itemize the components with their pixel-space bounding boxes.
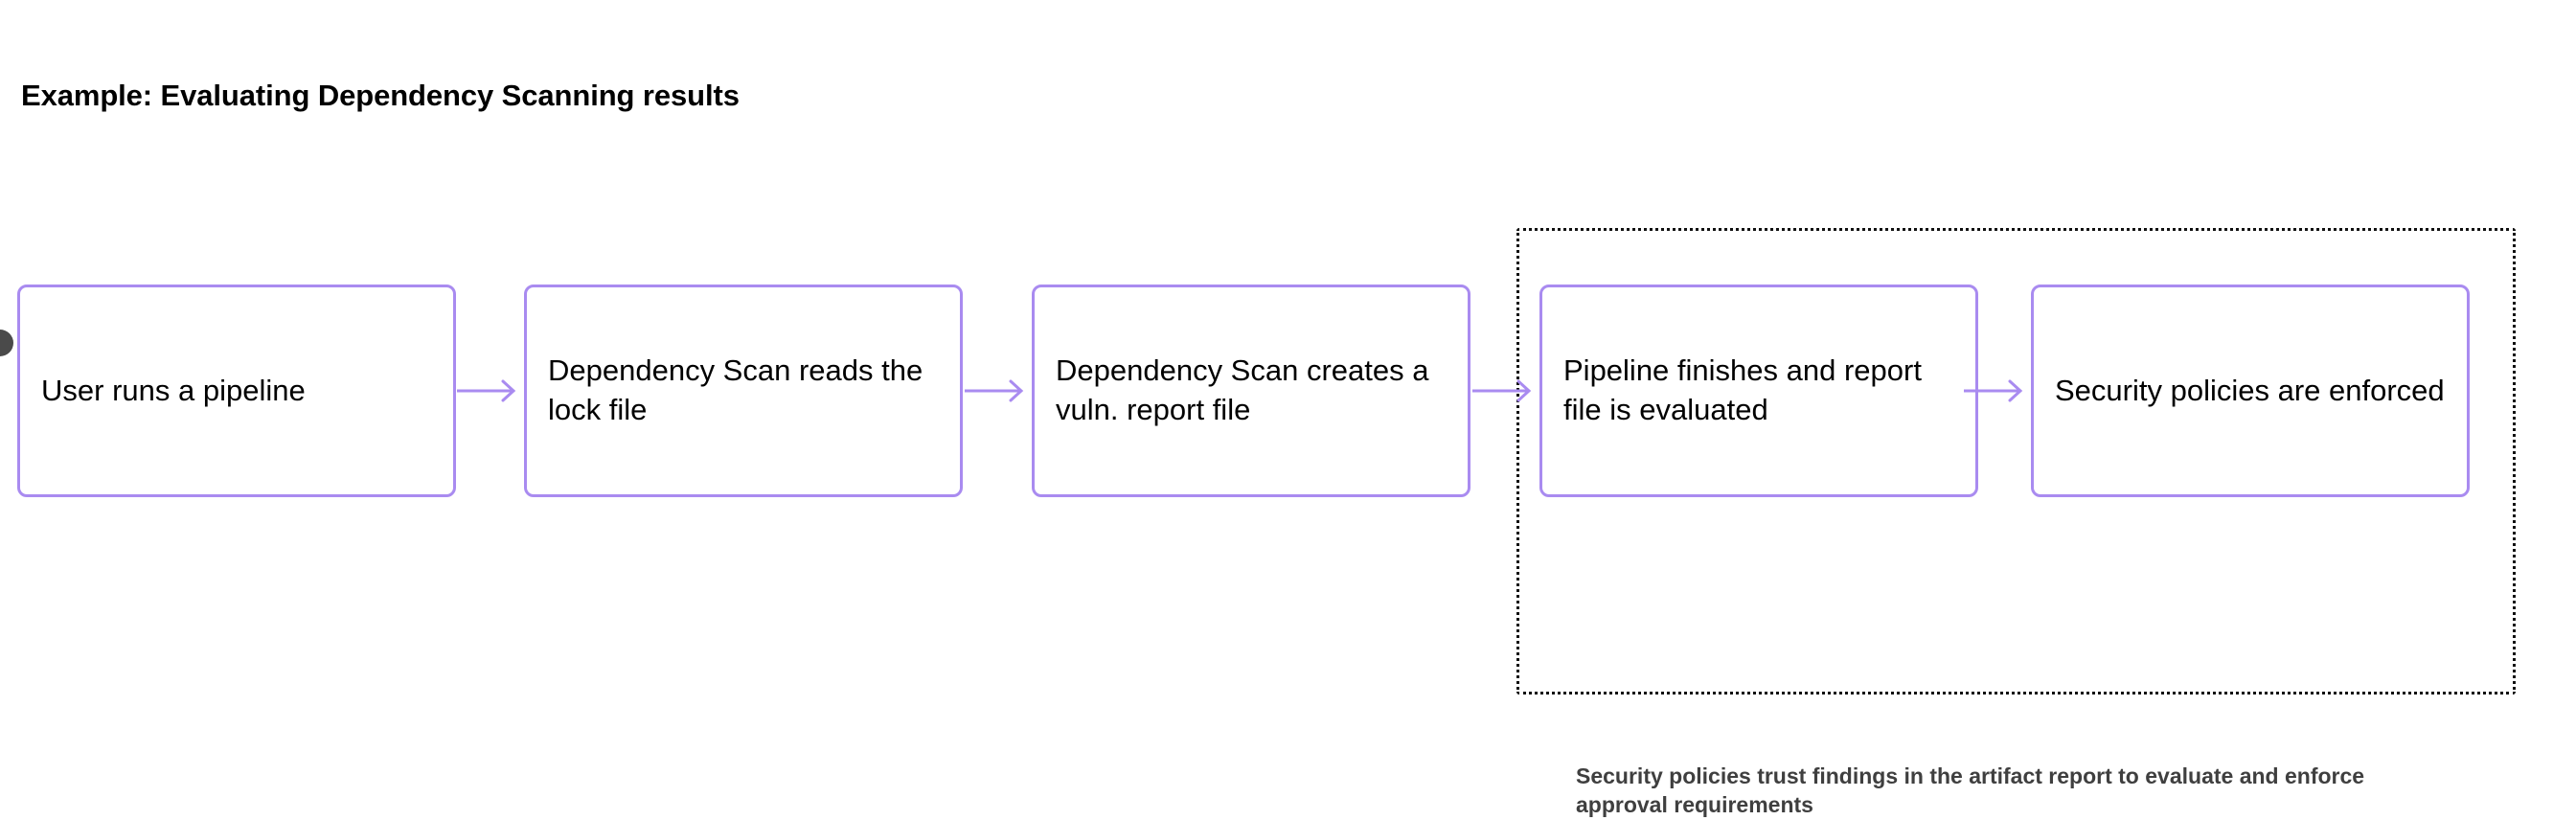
flow-node-label: Dependency Scan creates a vuln. report f…	[1056, 353, 1429, 426]
flow-node-user-runs-a-pipeline[interactable]: User runs a pipeline	[17, 285, 456, 497]
flow-node-pipeline-finishes-report-evaluated[interactable]: Pipeline finishes and report file is eva…	[1539, 285, 1978, 497]
page-title: Example: Evaluating Dependency Scanning …	[21, 79, 740, 112]
flow-node-label: User runs a pipeline	[41, 373, 306, 407]
arrow-right-icon-3	[1470, 376, 1539, 405]
arrow-right-icon-2	[963, 376, 1032, 405]
left-edge-dot-icon	[0, 330, 13, 356]
group-caption: Security policies trust findings in the …	[1576, 763, 2365, 818]
arrow-right-icon-4	[1962, 376, 2031, 405]
flow-node-label: Dependency Scan reads the lock file	[548, 353, 923, 426]
flow-node-dependency-scan-reads-lock-file[interactable]: Dependency Scan reads the lock file	[524, 285, 963, 497]
flowchart-canvas: User runs a pipeline Dependency Scan rea…	[0, 211, 2576, 817]
arrow-right-icon-1	[455, 376, 524, 405]
diagram-page: Example: Evaluating Dependency Scanning …	[0, 79, 2576, 817]
flow-node-label: Security policies are enforced	[2055, 373, 2445, 407]
flow-node-label: Pipeline finishes and report file is eva…	[1563, 353, 1922, 426]
policy-evaluation-group	[1516, 228, 2516, 695]
flow-node-dependency-scan-creates-vuln-report[interactable]: Dependency Scan creates a vuln. report f…	[1032, 285, 1470, 497]
flow-node-security-policies-are-enforced[interactable]: Security policies are enforced	[2031, 285, 2470, 497]
